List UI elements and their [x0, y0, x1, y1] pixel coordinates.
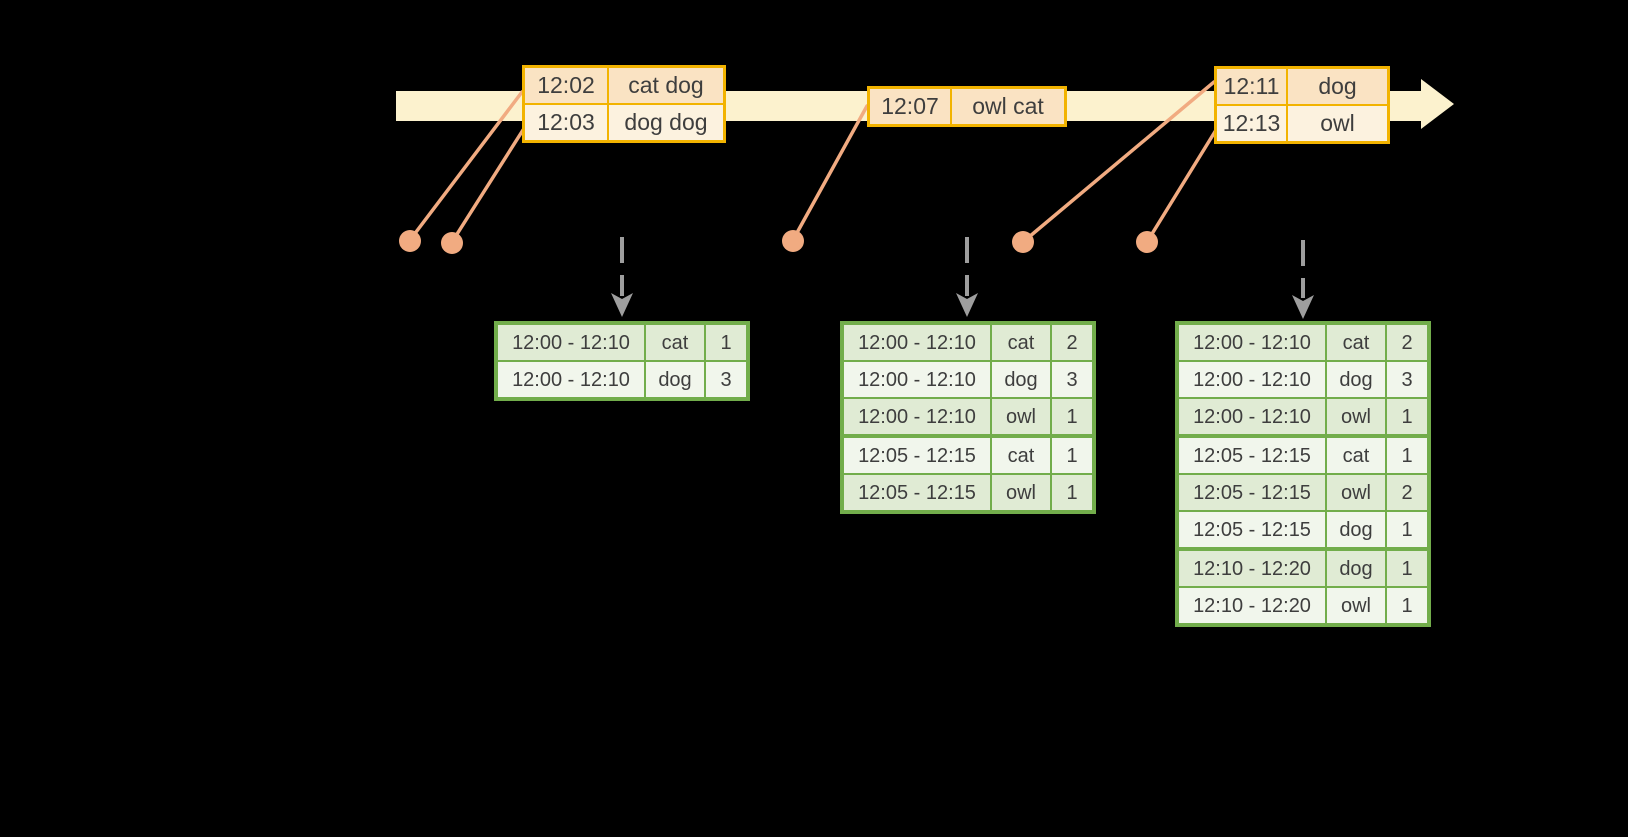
result-count-cell: 1 — [1387, 588, 1427, 623]
result-word-cell: owl — [992, 399, 1050, 434]
event-dot — [399, 230, 421, 252]
result-word-cell: dog — [1327, 512, 1385, 547]
result-word-cell: owl — [1327, 399, 1385, 434]
connector-line — [1021, 80, 1216, 244]
event-dot — [1012, 231, 1034, 253]
event-words-cell: dog — [1288, 69, 1387, 104]
result-count-cell: 2 — [1387, 475, 1427, 510]
result-count-cell: 1 — [1052, 475, 1092, 510]
result-window-cell: 12:05 - 12:15 — [1179, 512, 1325, 547]
result-word-cell: owl — [992, 475, 1050, 510]
event-time-cell: 12:03 — [525, 105, 607, 140]
result-window-cell: 12:05 - 12:15 — [1179, 475, 1325, 510]
event-words-cell: dog dog — [609, 105, 723, 140]
result-window-cell: 12:00 - 12:10 — [844, 325, 990, 360]
result-count-cell: 1 — [1387, 551, 1427, 586]
result-window-cell: 12:00 - 12:10 — [1179, 399, 1325, 434]
trigger-arrow-icon — [611, 237, 633, 317]
result-word-cell: dog — [1327, 362, 1385, 397]
connector-line — [408, 90, 524, 242]
event-time-cell: 12:02 — [525, 68, 607, 103]
result-word-cell: owl — [1327, 475, 1385, 510]
result-count-cell: 2 — [1387, 325, 1427, 360]
result-window-cell: 12:05 - 12:15 — [1179, 438, 1325, 473]
result-count-cell: 1 — [1052, 399, 1092, 434]
event-time-cell: 12:11 — [1217, 69, 1286, 104]
result-window-cell: 12:00 - 12:10 — [498, 325, 644, 360]
result-word-cell: cat — [992, 325, 1050, 360]
event-time-cell: 12:07 — [870, 89, 950, 124]
result-window-cell: 12:10 - 12:20 — [1179, 588, 1325, 623]
result-window-cell: 12:00 - 12:10 — [1179, 362, 1325, 397]
event-time-cell: 12:13 — [1217, 106, 1286, 141]
result-window-cell: 12:05 - 12:15 — [844, 438, 990, 473]
connector-line — [1145, 128, 1218, 244]
result-window-cell: 12:00 - 12:10 — [498, 362, 644, 397]
result-count-cell: 3 — [706, 362, 746, 397]
result-word-cell: dog — [646, 362, 704, 397]
event-dot — [782, 230, 804, 252]
result-count-cell: 1 — [1387, 438, 1427, 473]
result-window-cell: 12:10 - 12:20 — [1179, 551, 1325, 586]
result-count-cell: 1 — [1052, 438, 1092, 473]
event-words-cell: owl cat — [952, 89, 1064, 124]
result-window-cell: 12:00 - 12:10 — [1179, 325, 1325, 360]
result-count-cell: 1 — [1387, 512, 1427, 547]
result-word-cell: dog — [1327, 551, 1385, 586]
result-count-cell: 2 — [1052, 325, 1092, 360]
connector-line — [791, 104, 869, 242]
result-word-cell: cat — [646, 325, 704, 360]
connector-line — [450, 128, 525, 244]
event-words-cell: owl — [1288, 106, 1387, 141]
trigger-arrow-icon — [1292, 240, 1314, 319]
result-word-cell: owl — [1327, 588, 1385, 623]
result-count-cell: 1 — [1387, 399, 1427, 434]
result-count-cell: 3 — [1387, 362, 1427, 397]
result-word-cell: cat — [1327, 325, 1385, 360]
result-count-cell: 1 — [706, 325, 746, 360]
result-window-cell: 12:00 - 12:10 — [844, 362, 990, 397]
result-word-cell: cat — [992, 438, 1050, 473]
result-word-cell: cat — [1327, 438, 1385, 473]
result-count-cell: 3 — [1052, 362, 1092, 397]
timeline-arrowhead-icon — [1421, 79, 1454, 129]
trigger-arrow-icon — [956, 237, 978, 317]
event-dot — [1136, 231, 1158, 253]
result-window-cell: 12:05 - 12:15 — [844, 475, 990, 510]
event-dot — [441, 232, 463, 254]
event-words-cell: cat dog — [609, 68, 723, 103]
result-window-cell: 12:00 - 12:10 — [844, 399, 990, 434]
result-word-cell: dog — [992, 362, 1050, 397]
